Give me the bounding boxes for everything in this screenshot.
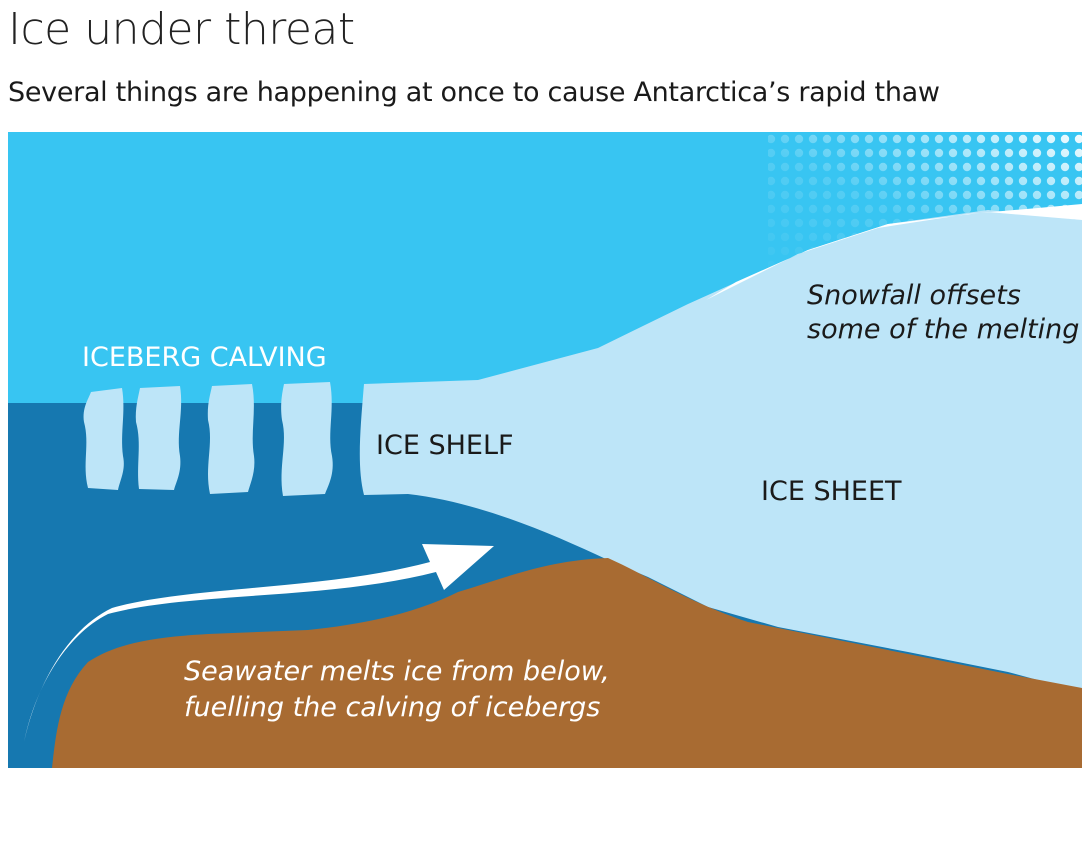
seawater-label-line-1: Seawater melts ice from below, — [184, 656, 610, 687]
snow-layer — [706, 204, 1082, 300]
ice-shelf-label: ICE SHELF — [376, 430, 514, 461]
ice-sheet-shape — [359, 210, 1082, 692]
iceberg — [207, 384, 255, 494]
bedrock — [52, 558, 1082, 768]
iceberg — [135, 386, 182, 490]
iceberg — [83, 388, 124, 490]
warm-current-arrow — [24, 544, 494, 742]
page-subtitle: Several things are happening at once to … — [8, 77, 940, 108]
snowfall-label-line-1: Snowfall offsets — [807, 280, 1021, 311]
iceberg — [281, 382, 333, 496]
ice-sheet-label: ICE SHEET — [761, 476, 902, 507]
seawater-label-line-2: fuelling the calving of icebergs — [184, 692, 600, 723]
page-title: Ice under threat — [8, 4, 355, 55]
iceberg-calving-label: ICEBERG CALVING — [82, 342, 327, 373]
ice-threat-diagram: ICEBERG CALVING ICE SHELF ICE SHEET Snow… — [8, 132, 1082, 768]
snowfall-label-line-2: some of the melting — [807, 314, 1079, 345]
